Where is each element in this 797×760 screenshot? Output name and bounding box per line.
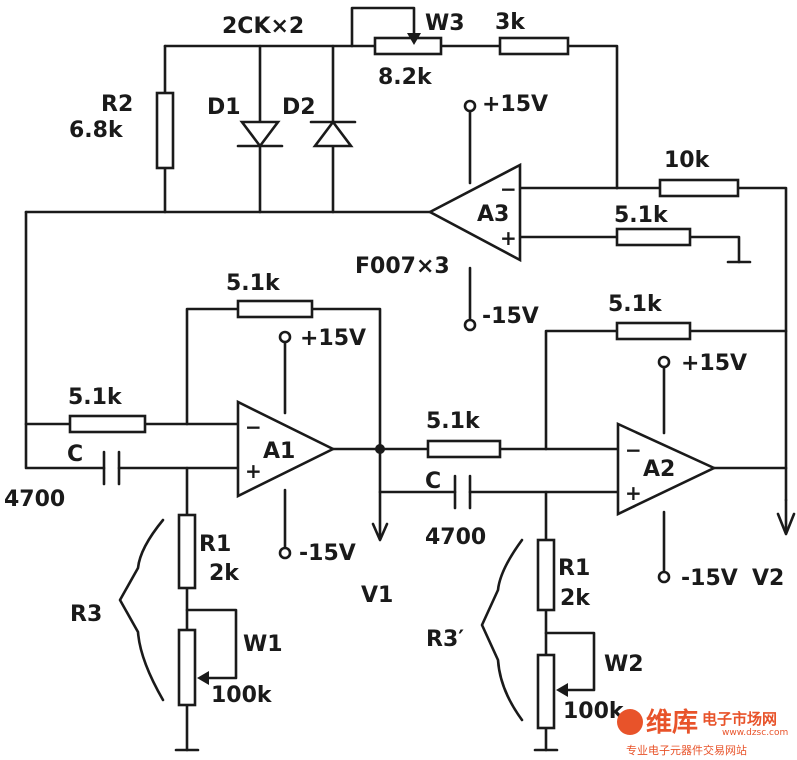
- a3-plus-sign: +: [500, 226, 517, 250]
- c-left-value-label: 4700: [4, 487, 65, 512]
- diode-d1: [236, 120, 284, 149]
- a2-input-resistor-label: 5.1k: [426, 409, 481, 434]
- d2-label: D2: [282, 95, 316, 120]
- terminal-a1-neg: [278, 546, 292, 560]
- a1-pos-supply-label: +15V: [300, 326, 366, 351]
- a3-label: A3: [477, 202, 509, 227]
- a2-label: A2: [643, 457, 675, 482]
- v2-label: V2: [752, 566, 784, 591]
- v1-output-arrow: [371, 522, 389, 542]
- v1-label: V1: [361, 583, 393, 608]
- terminal-a1-pos: [278, 330, 292, 344]
- r2-value-label: 6.8k: [69, 118, 124, 143]
- a3-plus-resistor-label: 5.1k: [614, 203, 669, 228]
- w2-value-label: 100k: [563, 699, 625, 724]
- a1-plus-sign: +: [245, 459, 262, 483]
- watermark-url: www.dzsc.com: [722, 728, 788, 738]
- watermark-logo: 维库 电子市场网 www.dzsc.com 专业电子元器件交易网站: [617, 707, 788, 757]
- r3p-brace: [480, 538, 524, 722]
- a2-plus-sign: +: [625, 481, 642, 505]
- r3-label: R3: [70, 602, 102, 627]
- wiring: [24, 6, 788, 752]
- junction-dot: [375, 444, 385, 454]
- d1-label: D1: [207, 95, 241, 120]
- terminal-a3-pos: [463, 99, 477, 113]
- r3p-label: R3′: [426, 627, 464, 652]
- resistor-a3-plus: [615, 227, 692, 247]
- w1-value-label: 100k: [211, 683, 273, 708]
- r1-right-value-label: 2k: [560, 586, 591, 611]
- r1-right-label: R1: [558, 556, 590, 581]
- w3-label: W3: [425, 11, 465, 36]
- capacitor-c-left: [102, 450, 121, 486]
- a2-pos-supply-label: +15V: [681, 351, 747, 376]
- r3-brace: [118, 518, 165, 702]
- r1-left-value-label: 2k: [209, 561, 240, 586]
- r1-left-label: R1: [199, 532, 231, 557]
- diodes-type-label: 2CK×2: [222, 14, 304, 39]
- opamp-a2: [616, 421, 718, 517]
- terminal-a2-pos: [657, 355, 671, 369]
- a2-neg-supply-label: -15V: [681, 566, 738, 591]
- w1-wiper-arrow: [197, 671, 209, 685]
- watermark-brand: 维库: [646, 707, 698, 738]
- resistor-r2: [155, 91, 175, 170]
- a1-input-resistor-label: 5.1k: [68, 385, 123, 410]
- w2-wiper-arrow: [556, 683, 568, 697]
- resistor-r1-right: [536, 538, 556, 612]
- resistor-3k: [498, 36, 570, 56]
- resistor-r1-left: [177, 513, 197, 590]
- w1-label: W1: [243, 632, 283, 657]
- watermark-market: 电子市场网: [702, 710, 777, 728]
- opamp-type-label: F007×3: [355, 254, 450, 279]
- potentiometer-w2: [536, 653, 556, 730]
- opamp-a1: [236, 399, 336, 499]
- resistor-a1-feedback: [236, 299, 314, 319]
- a1-label: A1: [263, 439, 295, 464]
- resistor-a2-feedback: [615, 321, 692, 341]
- potentiometer-w1: [177, 628, 197, 707]
- a3-minus-sign: −: [500, 177, 517, 201]
- v2-output-arrow: [776, 498, 796, 536]
- a3-neg-supply-label: -15V: [482, 304, 539, 329]
- opamp-a3: [427, 162, 522, 263]
- w3-value-label: 8.2k: [378, 65, 433, 90]
- resistor-a2-input: [426, 439, 502, 459]
- a1-neg-supply-label: -15V: [299, 541, 356, 566]
- r10k-label: 10k: [664, 148, 711, 173]
- a2-feedback-label: 5.1k: [608, 292, 663, 317]
- r2-label: R2: [101, 92, 133, 117]
- resistor-w3: [373, 36, 443, 56]
- terminal-a2-neg: [657, 570, 671, 584]
- a2-minus-sign: −: [625, 438, 642, 462]
- diode-d2: [309, 119, 357, 148]
- a3-pos-supply-label: +15V: [482, 92, 548, 117]
- resistor-a1-input: [68, 414, 147, 434]
- a1-feedback-label: 5.1k: [226, 271, 281, 296]
- c-right-value-label: 4700: [425, 525, 486, 550]
- watermark-tagline: 专业电子元器件交易网站: [626, 743, 747, 757]
- w2-label: W2: [604, 652, 644, 677]
- capacitor-c-right: [453, 474, 472, 510]
- w3-wiper-arrow: [407, 33, 421, 45]
- watermark-mark-icon: [617, 709, 643, 735]
- resistor-10k: [658, 178, 740, 198]
- a1-minus-sign: −: [245, 415, 262, 439]
- r3k-label: 3k: [495, 10, 526, 35]
- terminal-a3-neg: [463, 318, 477, 332]
- c-left-label: C: [67, 442, 83, 467]
- c-right-label: C: [425, 469, 441, 494]
